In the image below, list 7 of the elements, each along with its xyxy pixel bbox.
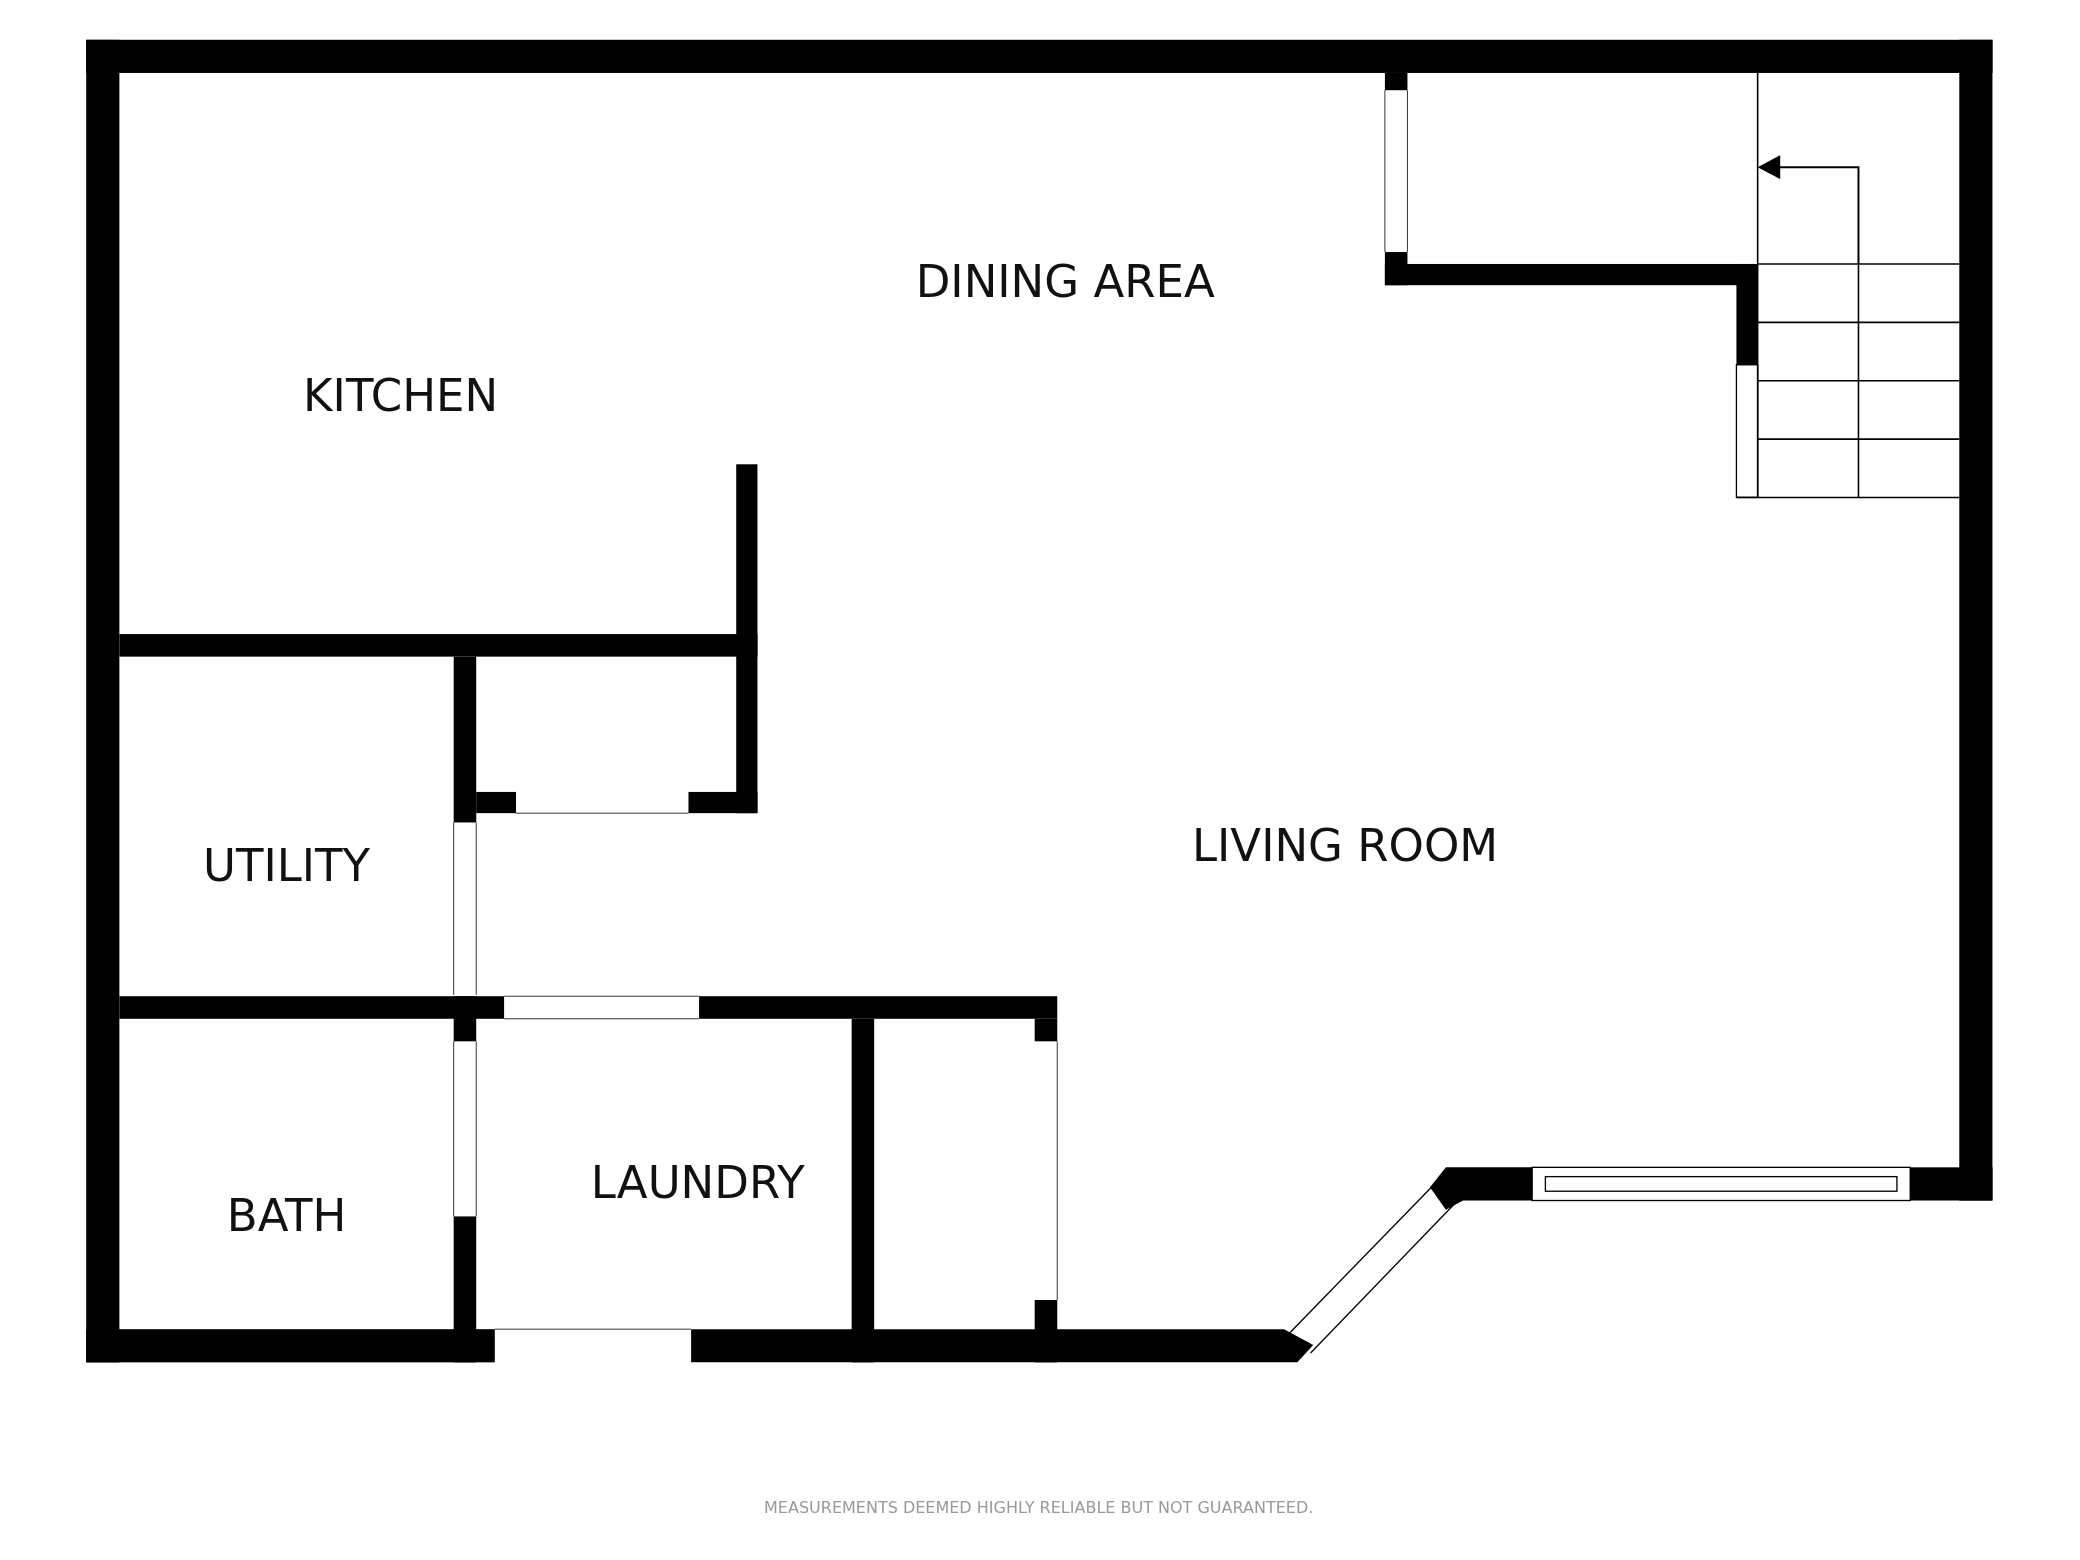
room-label: BATH <box>226 1188 347 1242</box>
room-label: UTILITY <box>203 838 370 892</box>
room-label: KITCHEN <box>303 368 499 422</box>
room-label: LAUNDRY <box>590 1155 805 1209</box>
footer-note: MEASUREMENTS DEEMED HIGHLY RELIABLE BUT NOT GUARANTEED. <box>764 1497 1314 1517</box>
room-label: LIVING ROOM <box>1192 818 1499 872</box>
room-label: DINING AREA <box>915 254 1215 308</box>
